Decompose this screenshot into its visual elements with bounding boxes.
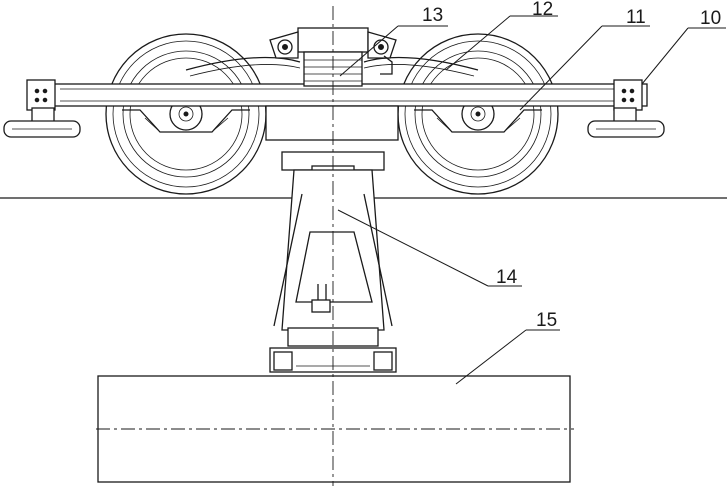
part-label-14: 14 (496, 267, 518, 288)
right-guide-wheel (588, 108, 664, 137)
part-label-12: 12 (532, 0, 553, 20)
part-label-15: 15 (536, 310, 557, 331)
left-guide-wheel (4, 108, 80, 137)
right-wheel (398, 34, 558, 194)
part-label-11: 11 (626, 7, 646, 28)
left-wheel (106, 34, 266, 194)
part-label-13: 13 (422, 5, 443, 26)
part-label-10: 10 (700, 8, 721, 29)
